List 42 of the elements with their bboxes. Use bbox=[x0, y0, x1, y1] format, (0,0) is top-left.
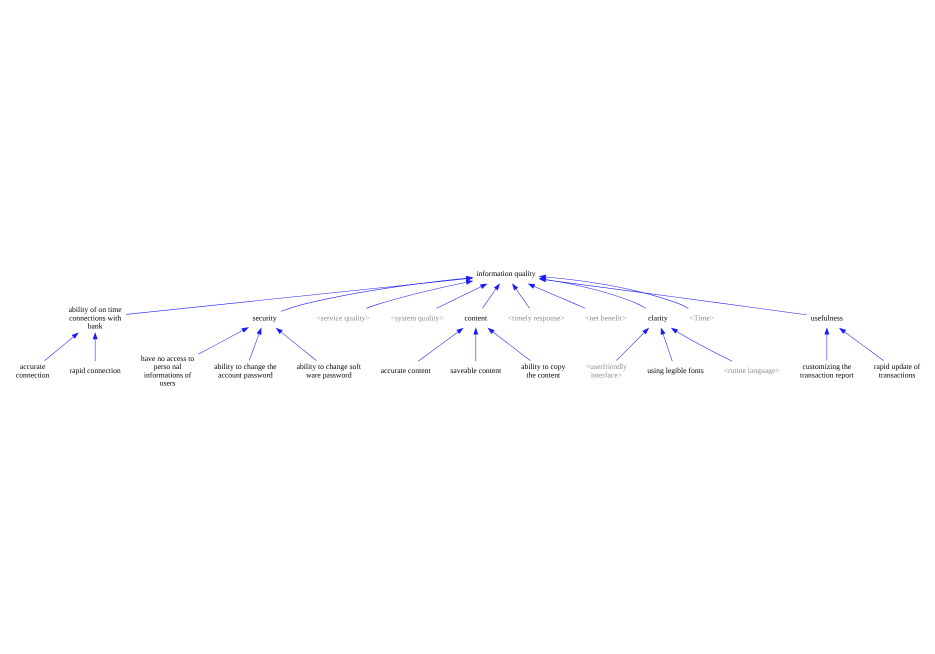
arrow bbox=[838, 328, 884, 361]
arrow bbox=[670, 328, 732, 362]
arrow bbox=[527, 284, 585, 309]
arrow bbox=[365, 280, 473, 309]
arrow bbox=[418, 328, 464, 362]
arrow bbox=[616, 328, 649, 361]
arrow bbox=[92, 332, 98, 362]
node-text: <rutine language> bbox=[723, 366, 780, 376]
node-text: accurate content bbox=[380, 366, 430, 376]
node-text: customizing the transaction report bbox=[799, 362, 854, 380]
node-text: using legible fonts bbox=[646, 366, 704, 376]
arrow bbox=[248, 327, 261, 361]
node-text: ability of on time connections with bank bbox=[68, 305, 122, 330]
node-text: <service quality> bbox=[316, 313, 370, 322]
node-text: information quality bbox=[476, 269, 536, 278]
arrow bbox=[512, 283, 530, 309]
arrow bbox=[197, 327, 248, 354]
arrow bbox=[44, 332, 78, 361]
arrow bbox=[824, 327, 829, 361]
node-text: accurate connection bbox=[15, 362, 49, 380]
node-text: have no access to perso nal informations of users bbox=[140, 354, 194, 388]
arrow bbox=[436, 284, 487, 309]
node-text: rapid connection bbox=[69, 366, 120, 376]
node-text: <timely response> bbox=[507, 313, 564, 322]
node-text: usefulness bbox=[810, 313, 842, 322]
node-text: ability to change soft ware password bbox=[296, 362, 361, 380]
arrow bbox=[472, 327, 478, 362]
node-text: <net benefit> bbox=[584, 313, 626, 322]
node-text: content bbox=[464, 313, 487, 322]
node-text: saveable content bbox=[450, 366, 501, 376]
node-text: security bbox=[252, 313, 276, 322]
node-text: <userfriendly interface> bbox=[585, 362, 627, 380]
node-text: rapid update of transactions bbox=[873, 362, 920, 380]
arrow bbox=[486, 328, 530, 361]
node-text: ability to copy the content bbox=[520, 362, 565, 380]
node-text: ability to change the account password bbox=[214, 362, 276, 380]
node-text: <system quality> bbox=[390, 313, 444, 322]
arrow bbox=[275, 328, 316, 361]
node-text: <Time> bbox=[689, 313, 714, 322]
arrow bbox=[660, 327, 672, 362]
arrow bbox=[482, 283, 500, 309]
node-text: clarity bbox=[648, 313, 668, 322]
